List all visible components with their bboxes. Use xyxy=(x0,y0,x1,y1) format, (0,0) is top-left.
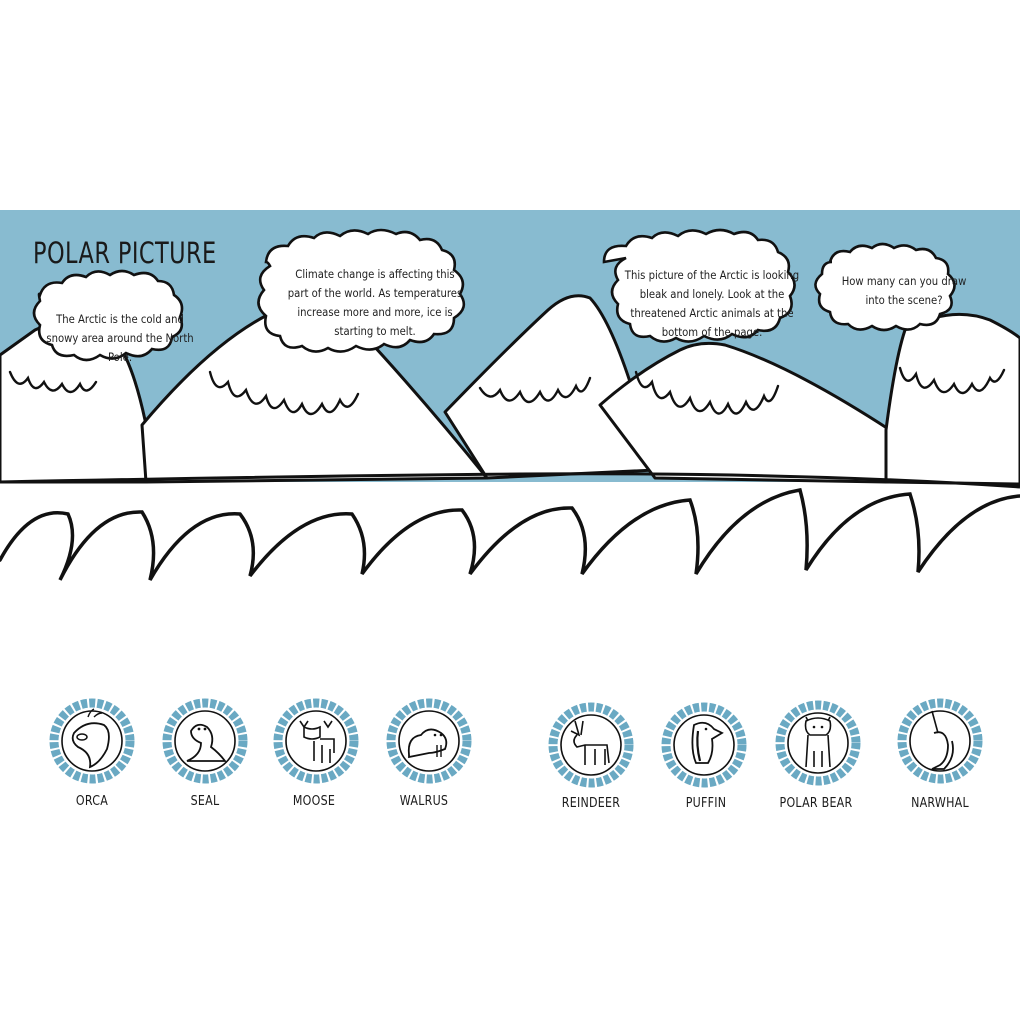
bubble-4-text: How many can you draw into the scene? xyxy=(841,275,967,307)
page-title: POLAR PICTURE xyxy=(33,236,217,270)
bubble-3-shape xyxy=(602,228,796,343)
animal-label-moose: MOOSE xyxy=(292,793,336,809)
animal-label-narwhal: NARWHAL xyxy=(911,795,969,811)
animal-label-reindeer: REINDEER xyxy=(561,795,621,811)
narwhal-icon xyxy=(897,698,983,784)
bubble-shapes xyxy=(32,228,956,362)
moose-icon xyxy=(273,698,359,784)
bubble-4-shape xyxy=(814,242,956,332)
animal-label-seal: SEAL xyxy=(190,793,220,809)
walrus-icon xyxy=(386,698,472,784)
snow-caps xyxy=(8,366,1006,416)
orca-icon xyxy=(49,698,135,784)
bubble-2-shape xyxy=(257,228,466,353)
sea-waves xyxy=(0,488,1020,581)
bubble-3-text: This picture of the Arctic is looking bl… xyxy=(624,269,800,339)
mountains xyxy=(0,294,1020,486)
animal-label-orca: ORCA xyxy=(75,793,109,809)
bubble-2-text: Climate change is affecting this part of… xyxy=(287,268,463,338)
animal-label-polar-bear: POLAR BEAR xyxy=(779,795,853,811)
bubble-1-text: The Arctic is the cold and snowy area ar… xyxy=(46,313,194,364)
bubble-1-shape xyxy=(32,269,184,362)
animal-label-walrus: WALRUS xyxy=(399,793,449,809)
reindeer-icon xyxy=(548,702,634,788)
seal-icon xyxy=(162,698,248,784)
animal-label-puffin: PUFFIN xyxy=(685,795,727,811)
puffin-icon xyxy=(661,702,747,788)
polar-bear-icon xyxy=(775,700,861,786)
shoreline xyxy=(0,472,1020,489)
animal-badges xyxy=(49,698,983,788)
